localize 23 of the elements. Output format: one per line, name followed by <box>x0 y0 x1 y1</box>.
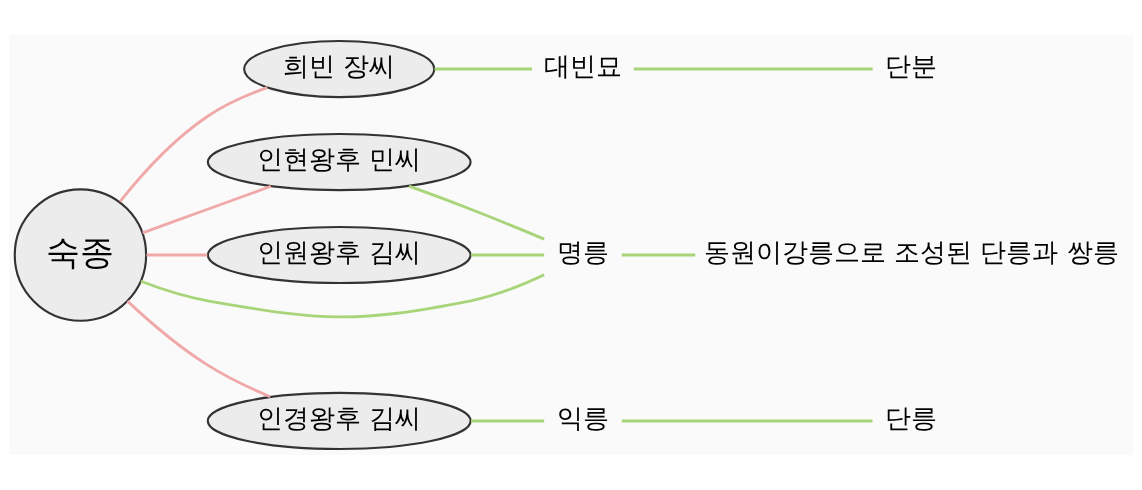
node-text: 익릉 <box>556 403 609 434</box>
connector <box>470 253 545 257</box>
connector <box>126 300 271 399</box>
node-ellipse: 인원왕후 김씨 <box>206 225 472 285</box>
node-ellipse: 인현왕후 민씨 <box>206 132 472 192</box>
connector <box>633 67 873 71</box>
connector <box>621 253 696 257</box>
connector <box>621 419 873 423</box>
node-text: 단릉 <box>885 403 938 434</box>
node-ellipse: 인경왕후 김씨 <box>206 391 472 451</box>
connector <box>118 86 268 203</box>
node-text: 명릉 <box>556 237 609 268</box>
connector <box>146 253 208 257</box>
node-ellipse: 희빈 장씨 <box>243 39 436 99</box>
connector <box>140 273 545 319</box>
node-text: 대빈묘 <box>543 51 622 82</box>
node-circle: 숙종 <box>13 188 148 322</box>
node-text: 단분 <box>885 51 938 82</box>
node-text: 동원이강릉으로 조성된 단릉과 쌍릉 <box>704 237 1119 268</box>
connector <box>142 184 272 235</box>
connector <box>434 67 533 71</box>
connector <box>470 419 545 423</box>
connector <box>408 184 545 241</box>
